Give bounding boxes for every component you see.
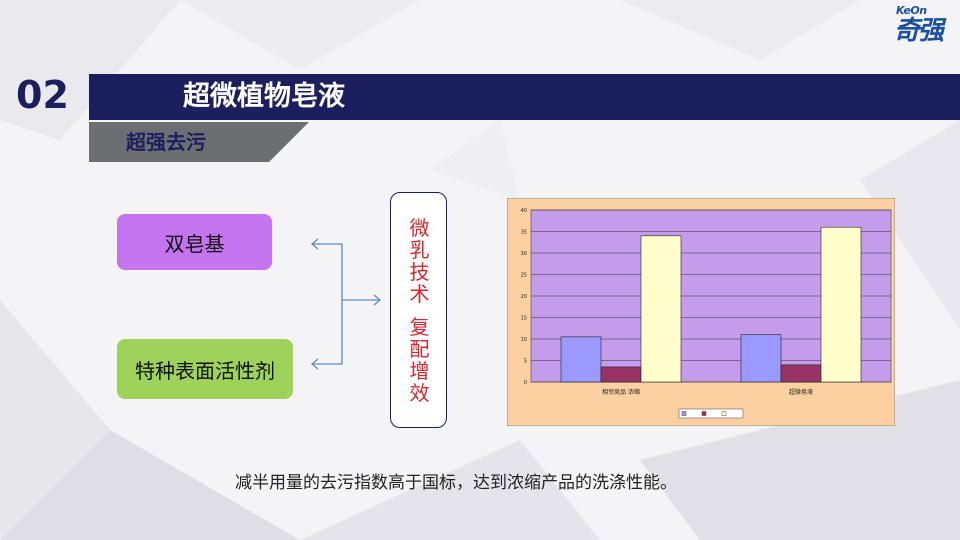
chart-y-tick-label: 35 (521, 230, 527, 236)
tech-char: 增 (409, 359, 430, 383)
chart-bar (640, 235, 682, 383)
special-surfactant-box: 特种表面活性剂 (117, 339, 293, 399)
double-soap-base-box: 双皂基 (117, 214, 272, 270)
bracket-connector (310, 238, 382, 370)
detergency-bar-chart: 0 5 10 15 20 25 30 35 40 相邻竞品 浓缩 超微皂液 (507, 198, 895, 426)
chart-bar (820, 226, 862, 383)
title-bar (89, 74, 960, 120)
technology-box: 微 乳 技 术 复 配 增 效 (390, 192, 447, 428)
special-surfactant-label: 特种表面活性剂 (135, 358, 275, 383)
chart-y-tick-label: 40 (521, 208, 527, 214)
section-number: 02 (16, 73, 69, 117)
chart-legend-swatch (681, 411, 687, 416)
chart-legend-swatch (721, 411, 727, 416)
subtitle: 超强去污 (126, 130, 206, 154)
tech-char: 复 (409, 315, 430, 339)
chart-y-tick-label: 20 (521, 294, 527, 300)
chart-y-tick-label: 0 (524, 380, 527, 386)
technology-text: 微 乳 技 术 复 配 增 效 (391, 217, 448, 404)
chart-bar (600, 366, 642, 383)
tech-char: 效 (409, 381, 430, 405)
chart-bar (560, 336, 602, 383)
chart-y-tick-label: 25 (521, 273, 527, 279)
brand-logo: KeOn 奇强 (894, 4, 954, 50)
tech-char: 微 (409, 216, 430, 240)
chart-legend-swatch (701, 411, 707, 416)
tech-char: 配 (409, 337, 430, 361)
chart-y-tick-label: 30 (521, 251, 527, 257)
brand-chinese-text: 奇强 (894, 16, 944, 46)
tech-char: 术 (409, 282, 430, 306)
subtitle-bar (89, 122, 309, 162)
chart-y-tick-label: 15 (521, 316, 527, 322)
chart-bar (780, 364, 822, 383)
tech-char: 乳 (409, 238, 430, 262)
caption-text: 减半用量的去污指数高于国标，达到浓缩产品的洗涤性能。 (235, 473, 677, 493)
chart-bar (740, 334, 782, 383)
chart-x-tick-label: 相邻竞品 浓缩 (602, 388, 640, 396)
tech-char: 技 (409, 260, 430, 284)
chart-x-tick-label: 超微皂液 (789, 388, 813, 396)
brand-latin-text: KeOn (896, 4, 927, 17)
chart-y-tick-label: 10 (521, 337, 527, 343)
page-title: 超微植物皂液 (183, 81, 345, 112)
double-soap-base-label: 双皂基 (164, 231, 225, 256)
chart-legend (678, 408, 744, 419)
chart-y-tick-label: 5 (524, 359, 527, 365)
